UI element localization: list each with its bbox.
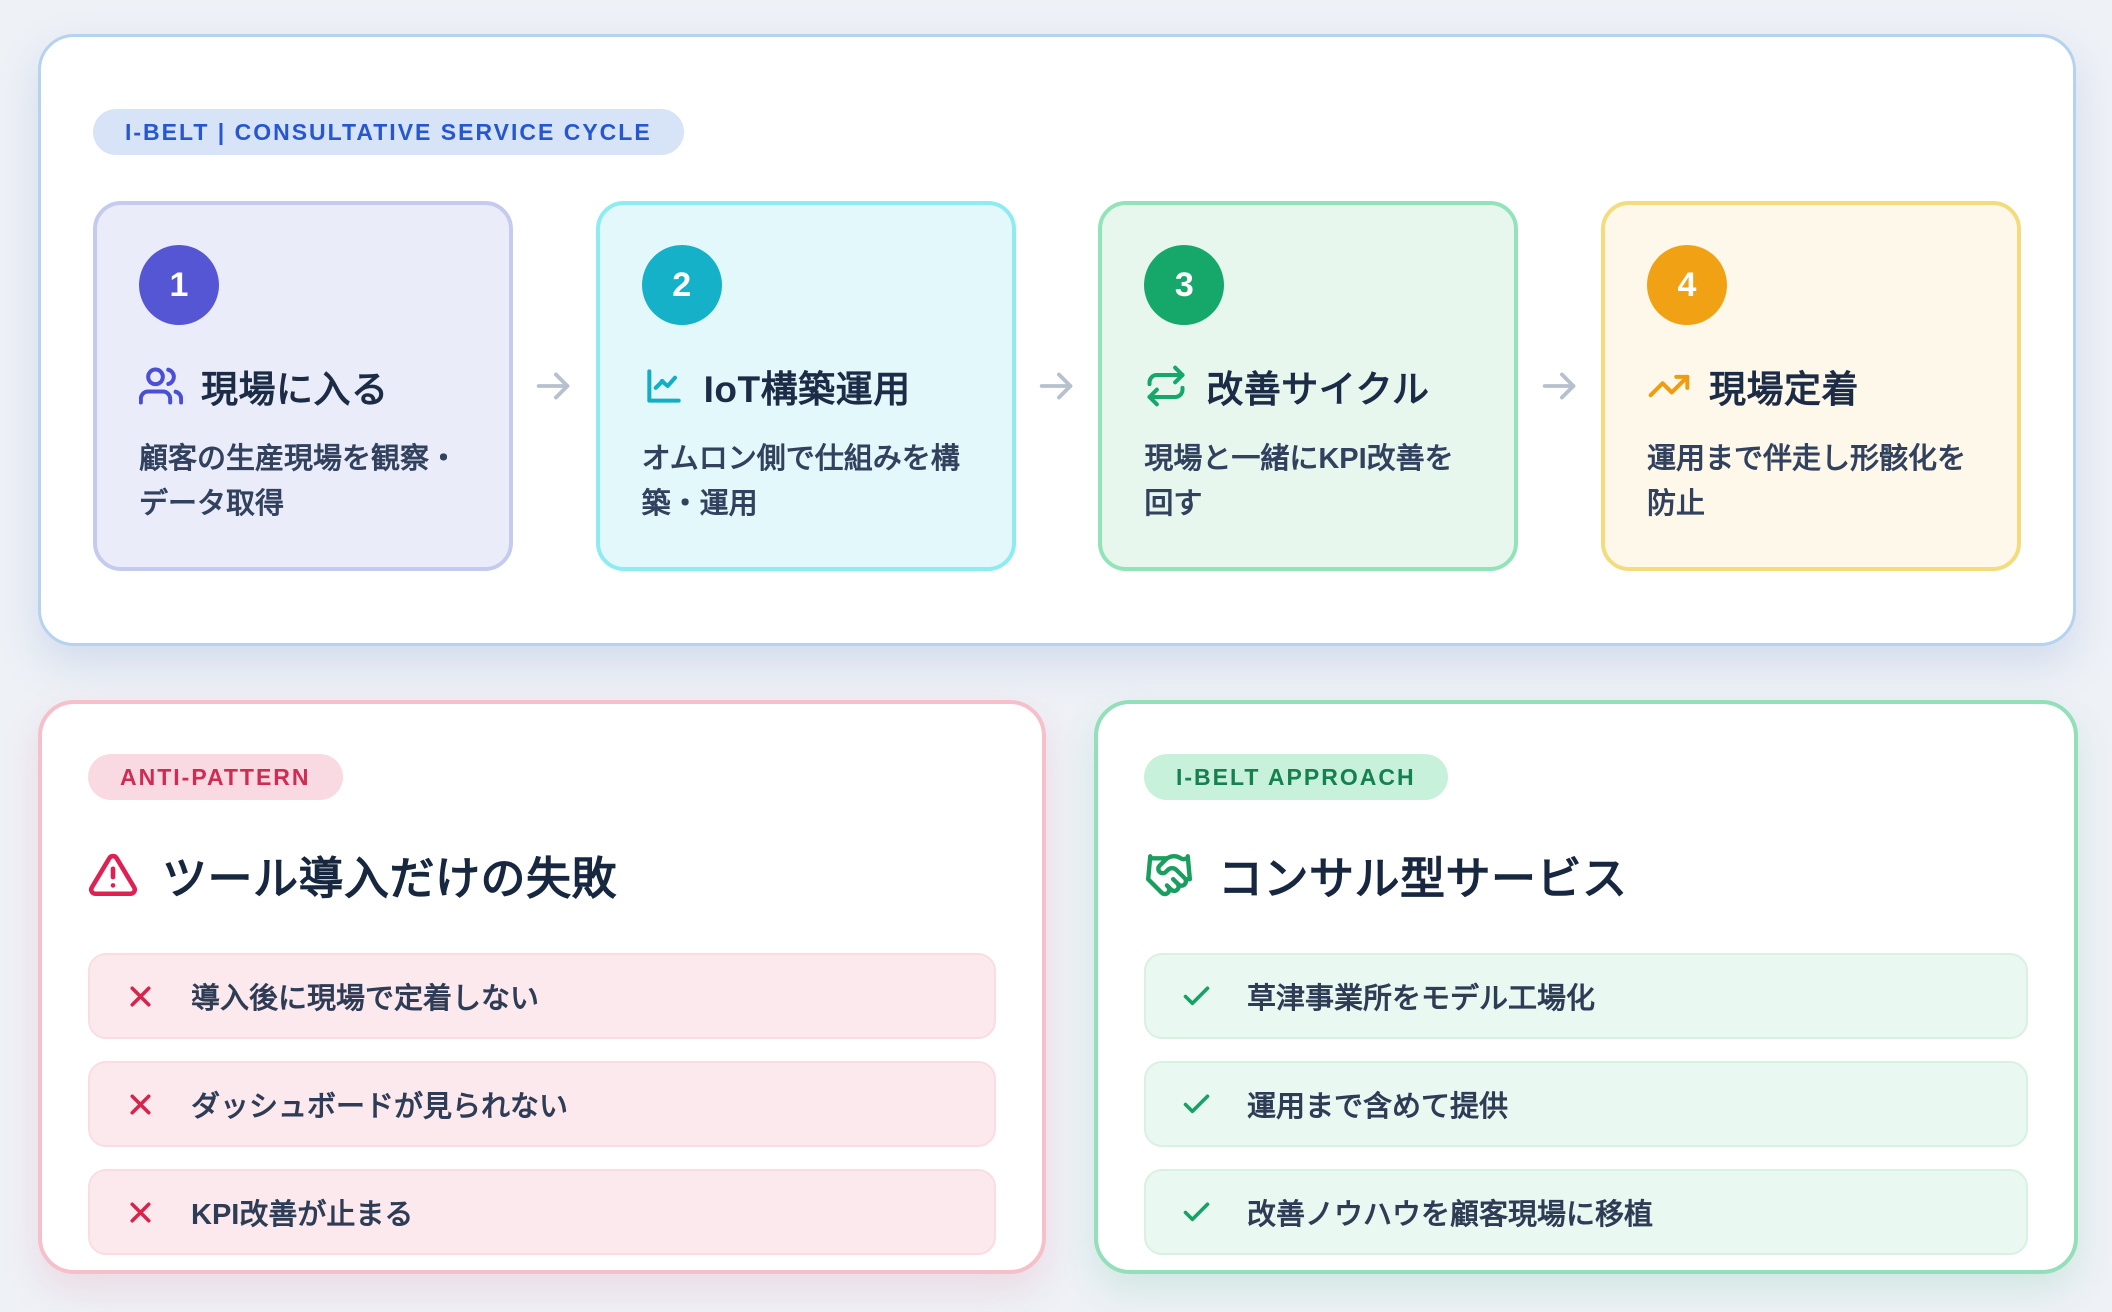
step-description: 顧客の生産現場を観察・データ取得 (139, 443, 459, 521)
step-number-badge: 4 (1646, 245, 1727, 325)
step-title: IoT構築運用 (703, 369, 911, 410)
step-title-row: 現場定着 (1647, 359, 1975, 413)
step-card-1: 1 現場に入る 顧客の生産現場を観察・データ取得 (93, 201, 513, 571)
steps-row: 1 現場に入る 顧客の生産現場を観察・データ取得 2 I (93, 201, 2021, 571)
service-cycle-badge: I-BELT | CONSULTATIVE SERVICE CYCLE (93, 109, 684, 155)
anti-pattern-title: ツール導入だけの失敗 (162, 853, 618, 904)
step-description: 運用まで伴走し形骸化を防止 (1646, 443, 1966, 521)
step-title: 現場定着 (1708, 369, 1859, 410)
x-icon (124, 1196, 157, 1229)
list-item-label: ダッシュボードが見られない (191, 1091, 569, 1123)
arrow-right-icon (531, 363, 577, 409)
step-title: 改善サイクル (1206, 369, 1430, 410)
arrow-right-icon (1034, 363, 1080, 409)
anti-pattern-panel: ANTI-PATTERN ツール導入だけの失敗 導入後に現場で定着しない ダッシ… (38, 700, 1046, 1274)
list-item-label: KPI改善が止まる (191, 1199, 414, 1231)
repeat-icon (1144, 364, 1188, 408)
anti-pattern-badge: ANTI-PATTERN (88, 754, 343, 800)
step-title-row: 改善サイクル (1144, 359, 1472, 413)
list-item: 導入後に現場で定着しない (88, 953, 996, 1039)
panel-title-row: ツール導入だけの失敗 (88, 842, 996, 907)
check-icon (1180, 1088, 1213, 1121)
list-item: KPI改善が止まる (88, 1169, 996, 1255)
list-item-label: 運用まで含めて提供 (1247, 1091, 1509, 1123)
panel-title-row: コンサル型サービス (1144, 842, 2028, 907)
service-cycle-panel: I-BELT | CONSULTATIVE SERVICE CYCLE 1 現場… (38, 34, 2076, 646)
step-number-badge: 3 (1144, 245, 1225, 325)
step-description: オムロン側で仕組みを構築・運用 (641, 443, 960, 521)
trending-up-icon (1647, 364, 1691, 408)
step-card-2: 2 IoT構築運用 オムロン側で仕組みを構築・運用 (595, 201, 1016, 571)
x-icon (124, 980, 157, 1013)
list-item: 草津事業所をモデル工場化 (1144, 953, 2028, 1039)
warning-icon (88, 850, 138, 900)
check-icon (1180, 1196, 1213, 1229)
x-icon (124, 1088, 157, 1121)
approach-badge: I-BELT APPROACH (1144, 754, 1448, 800)
step-description: 現場と一緒にKPI改善を回す (1144, 443, 1454, 521)
list-item: 運用まで含めて提供 (1144, 1061, 2028, 1147)
step-title-row: 現場に入る (139, 359, 467, 413)
line-chart-icon (642, 364, 686, 408)
list-item: ダッシュボードが見られない (88, 1061, 996, 1147)
anti-pattern-list: 導入後に現場で定着しない ダッシュボードが見られない KPI改善が止まる (88, 953, 996, 1255)
users-icon (139, 364, 183, 408)
list-item-label: 改善ノウハウを顧客現場に移植 (1247, 1199, 1654, 1231)
list-item: 改善ノウハウを顧客現場に移植 (1144, 1169, 2028, 1255)
list-item-label: 導入後に現場で定着しない (191, 983, 540, 1015)
approach-list: 草津事業所をモデル工場化 運用まで含めて提供 改善ノウハウを顧客現場に移植 (1144, 953, 2028, 1255)
step-number-badge: 1 (139, 245, 219, 325)
approach-panel: I-BELT APPROACH コンサル型サービス 草津事業所をモデル工場化 運… (1094, 700, 2078, 1274)
step-card-4: 4 現場定着 運用まで伴走し形骸化を防止 (1600, 201, 2021, 571)
arrow-right-icon (1537, 363, 1583, 409)
approach-title: コンサル型サービス (1218, 853, 1628, 904)
list-item-label: 草津事業所をモデル工場化 (1247, 983, 1596, 1015)
step-title-row: IoT構築運用 (642, 359, 970, 413)
step-title: 現場に入る (201, 369, 389, 410)
check-icon (1180, 980, 1213, 1013)
step-number-badge: 2 (641, 245, 722, 325)
handshake-icon (1144, 850, 1194, 900)
step-card-3: 3 改善サイクル 現場と一緒にKPI改善を回す (1098, 201, 1519, 571)
